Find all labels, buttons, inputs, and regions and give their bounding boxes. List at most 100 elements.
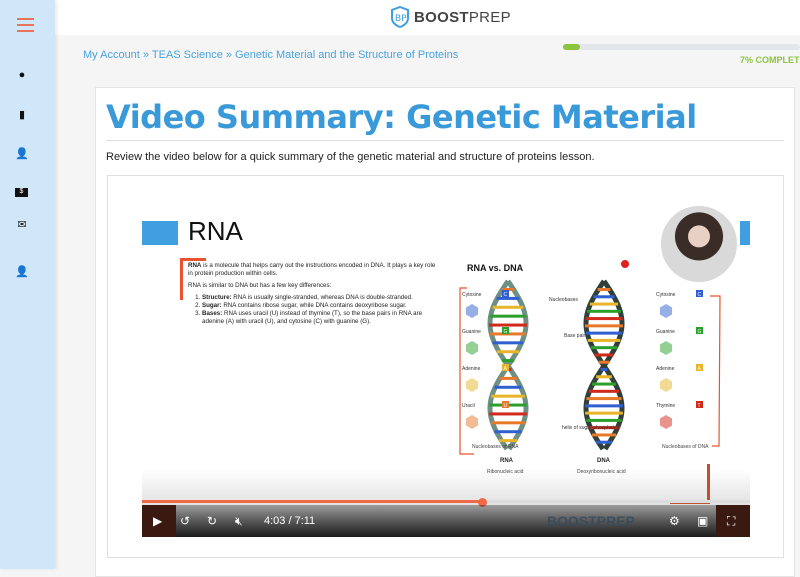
base-letter-box xyxy=(696,290,703,297)
annotation-mark xyxy=(707,464,710,504)
base-letter: G xyxy=(698,329,702,335)
user-circle-icon[interactable]: ● xyxy=(18,69,26,81)
annotation-bracket xyxy=(710,295,721,447)
base-letter-box xyxy=(696,401,703,408)
base-letter: A xyxy=(698,366,702,372)
base-letter-box xyxy=(502,327,509,334)
label-rna-full: Ribonucleic acid xyxy=(487,469,524,475)
base-pair-rung xyxy=(585,331,623,335)
label-helix: helix of sugar-phosphates xyxy=(562,425,620,431)
base-pair-rung xyxy=(501,288,515,291)
billing-icon[interactable]: $ xyxy=(15,188,28,197)
fullscreen-button[interactable]: ⛶ xyxy=(716,505,750,537)
slide-accent xyxy=(740,221,750,245)
base-letter-box xyxy=(502,290,509,297)
breadcrumb-current: Genetic Material and the Structure of Pr… xyxy=(235,49,459,61)
brand-logo[interactable]: BP BOOSTPREP xyxy=(390,6,511,28)
header: BP BOOSTPREP xyxy=(55,0,800,35)
slide-title: RNA xyxy=(188,216,243,246)
label-dna: DNA xyxy=(597,458,611,464)
base-molecule xyxy=(659,341,673,355)
base-pair-rung xyxy=(492,341,524,345)
point: Sugar: RNA contains ribose sugar, while … xyxy=(202,302,438,310)
user-lock-icon[interactable]: 👤 xyxy=(15,266,29,278)
settings-icon[interactable]: ⚙ xyxy=(669,514,680,528)
user-edit-icon[interactable]: 👤 xyxy=(15,148,29,160)
seek-played xyxy=(142,500,483,503)
divider xyxy=(106,140,784,141)
base-pair-rung xyxy=(489,412,527,416)
video-frame: RNA RNA is a molecule that helps carry o… xyxy=(142,196,750,537)
breadcrumb-my-account[interactable]: My Account xyxy=(83,49,140,61)
play-button[interactable]: ▶ xyxy=(142,505,176,537)
fullscreen-icon: ⛶ xyxy=(727,514,736,528)
video-player[interactable]: RNA RNA is a molecule that helps carry o… xyxy=(142,196,750,537)
shield-logo-icon: BP xyxy=(391,6,409,28)
page-title: Video Summary: Genetic Material xyxy=(106,98,697,136)
base-pair-rung xyxy=(490,421,526,425)
base-pair-rung xyxy=(588,426,620,430)
base-molecule xyxy=(465,341,479,355)
base-pair-rung xyxy=(594,353,614,357)
seek-bar[interactable] xyxy=(142,500,750,503)
seek-handle[interactable] xyxy=(478,498,488,507)
base-pair-rung xyxy=(489,314,527,318)
label-nucleobases: Nucleobases xyxy=(549,297,578,303)
point-label: Sugar: xyxy=(202,302,222,309)
breadcrumb-separator: » xyxy=(139,49,152,61)
base-pair-rung xyxy=(498,439,518,443)
document-icon[interactable]: ▮ xyxy=(18,109,26,121)
picture-in-picture-icon[interactable]: ▣ xyxy=(697,514,709,528)
breadcrumb-separator: » xyxy=(222,49,236,61)
sidebar: ● ▮ 👤 $ ✉ 👤 xyxy=(0,0,55,569)
breadcrumb: My Account » TEAS Science » Genetic Mate… xyxy=(83,49,458,61)
rewind-5-icon[interactable]: ↺ xyxy=(180,514,191,528)
base-molecule xyxy=(465,378,479,392)
point-label: Bases: xyxy=(202,310,223,317)
player-controls: ▶ ↺ ↻ 🔇︎ 4:03 / 7:11 BOOSTPREP ⚙ ▣ ⛶ xyxy=(142,505,750,537)
base-pair-rung xyxy=(600,368,608,371)
base-molecule xyxy=(465,304,479,318)
base-name: Guanine xyxy=(462,329,481,335)
base-letter: C xyxy=(504,292,508,298)
base-pair-rung xyxy=(492,305,524,309)
base-letter: C xyxy=(698,292,702,298)
intro-text: is a molecule that helps carry out the i… xyxy=(188,262,436,277)
video-container: RNA RNA is a molecule that helps carry o… xyxy=(107,175,784,558)
svg-text:BP: BP xyxy=(395,14,407,24)
base-pair-rung xyxy=(597,288,611,291)
base-pair-rung xyxy=(496,296,520,300)
forward-5-icon[interactable]: ↻ xyxy=(207,514,218,528)
label-rna: RNA xyxy=(500,458,514,464)
base-pair-rung xyxy=(499,376,517,380)
base-pair-rung xyxy=(587,309,621,313)
annotation-mark xyxy=(180,258,183,300)
base-molecule xyxy=(659,415,673,429)
label-base-pair: Base pair xyxy=(564,333,585,339)
annotation-bracket xyxy=(459,287,474,455)
mute-icon[interactable]: 🔇︎ xyxy=(235,514,243,528)
diagram-heading: RNA vs. DNA xyxy=(467,263,524,273)
base-name: Adenine xyxy=(462,366,481,372)
base-pair-rung xyxy=(591,433,617,437)
base-letter: T xyxy=(698,403,701,409)
envelope-icon[interactable]: ✉ xyxy=(17,219,27,231)
base-pair-rung xyxy=(589,302,619,306)
base-name: Cytosine xyxy=(656,292,676,298)
base-name: Adenine xyxy=(656,366,675,372)
brand-light: PREP xyxy=(468,8,511,26)
point-text: RNA uses uracil (U) instead of thymine (… xyxy=(202,310,423,325)
pointer-dot xyxy=(621,260,629,268)
base-pair-rung xyxy=(585,404,623,408)
menu-icon[interactable] xyxy=(17,18,34,36)
base-letter-box xyxy=(502,401,509,408)
progress-fill xyxy=(563,44,580,50)
breadcrumb-teas-science[interactable]: TEAS Science xyxy=(151,49,223,61)
base-name: Cytosine xyxy=(462,292,482,298)
similar-text: RNA is similar to DNA but has a few key … xyxy=(188,282,332,289)
helix-group xyxy=(487,279,625,451)
base-pair-rung xyxy=(587,338,621,342)
base-pair-rung xyxy=(592,382,616,386)
base-pair-rung xyxy=(595,440,613,444)
